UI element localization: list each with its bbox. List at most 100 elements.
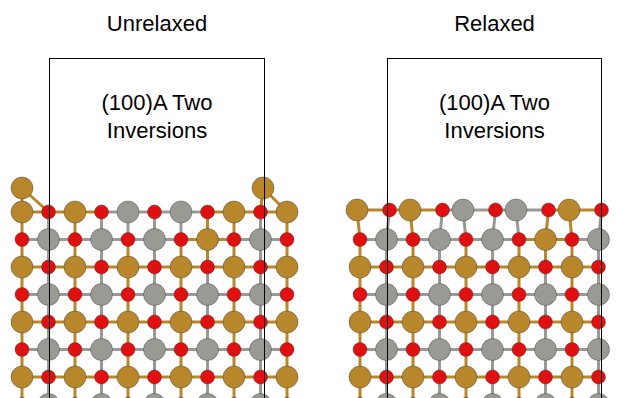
atom — [201, 370, 215, 384]
atom — [429, 339, 451, 361]
atom — [197, 284, 219, 306]
panel-frame: Relaxed(100)A Two Inversions — [387, 58, 602, 398]
atom — [588, 394, 610, 398]
atom — [588, 284, 610, 306]
atom — [565, 343, 579, 357]
atom — [227, 288, 241, 302]
atom — [11, 366, 33, 388]
atom — [459, 343, 473, 357]
atom — [433, 370, 447, 384]
atom — [406, 233, 420, 247]
atom — [64, 256, 86, 278]
atom — [535, 339, 557, 361]
atom — [250, 284, 272, 306]
atom — [250, 394, 272, 398]
atom — [280, 288, 294, 302]
atom — [64, 366, 86, 388]
atom — [144, 284, 166, 306]
atom — [512, 343, 526, 357]
atom — [561, 311, 583, 333]
atom — [254, 315, 268, 329]
atom — [197, 394, 219, 398]
atom — [174, 233, 188, 247]
atom — [402, 311, 424, 333]
atom — [148, 370, 162, 384]
atom — [148, 315, 162, 329]
atom — [459, 288, 473, 302]
atom — [539, 370, 553, 384]
atom — [68, 233, 82, 247]
atom — [505, 199, 527, 221]
atom — [276, 201, 298, 223]
atom — [91, 229, 113, 251]
atom — [353, 343, 367, 357]
atom — [223, 201, 245, 223]
atom — [482, 284, 504, 306]
atom — [95, 260, 109, 274]
atom — [406, 343, 420, 357]
atom — [592, 370, 606, 384]
atom — [223, 311, 245, 333]
atom — [121, 343, 135, 357]
atom — [508, 311, 530, 333]
facet-label: (100)A Two Inversions — [72, 89, 242, 145]
atom — [452, 199, 474, 221]
atom — [402, 256, 424, 278]
atom — [174, 343, 188, 357]
atom — [486, 370, 500, 384]
atom — [68, 343, 82, 357]
atom — [197, 339, 219, 361]
atom — [459, 233, 473, 247]
atom — [64, 201, 86, 223]
atom — [349, 256, 371, 278]
atom — [91, 284, 113, 306]
atom — [144, 229, 166, 251]
atom — [349, 311, 371, 333]
atom — [455, 256, 477, 278]
atom — [223, 366, 245, 388]
atom — [539, 315, 553, 329]
atom — [406, 288, 420, 302]
atom — [512, 233, 526, 247]
atom — [144, 339, 166, 361]
atom — [68, 288, 82, 302]
atom — [170, 311, 192, 333]
atom — [148, 260, 162, 274]
atom — [201, 315, 215, 329]
atom — [121, 233, 135, 247]
atom — [588, 229, 610, 251]
atom — [353, 288, 367, 302]
atom-lattice — [11, 177, 298, 398]
atom — [565, 288, 579, 302]
atom — [254, 205, 268, 219]
facet-label: (100)A Two Inversions — [410, 89, 580, 145]
atom — [227, 343, 241, 357]
atom — [535, 284, 557, 306]
atom — [429, 284, 451, 306]
atom — [254, 260, 268, 274]
atom — [482, 229, 504, 251]
atom — [144, 394, 166, 398]
atom — [250, 229, 272, 251]
atom — [252, 177, 274, 199]
atom — [170, 366, 192, 388]
atom — [429, 229, 451, 251]
atom — [349, 366, 371, 388]
atom — [64, 311, 86, 333]
panel-frame: Unrelaxed(100)A Two Inversions — [49, 58, 265, 398]
atom — [592, 315, 606, 329]
atom — [542, 203, 556, 217]
atom — [592, 260, 606, 274]
atom — [535, 229, 557, 251]
atom — [15, 343, 29, 357]
atom — [11, 311, 33, 333]
panel-title: Unrelaxed — [10, 11, 304, 37]
atom-lattice — [346, 199, 610, 398]
atom — [402, 366, 424, 388]
atom — [539, 260, 553, 274]
atom — [429, 394, 451, 398]
atom — [201, 205, 215, 219]
atom — [280, 343, 294, 357]
atom — [11, 201, 33, 223]
